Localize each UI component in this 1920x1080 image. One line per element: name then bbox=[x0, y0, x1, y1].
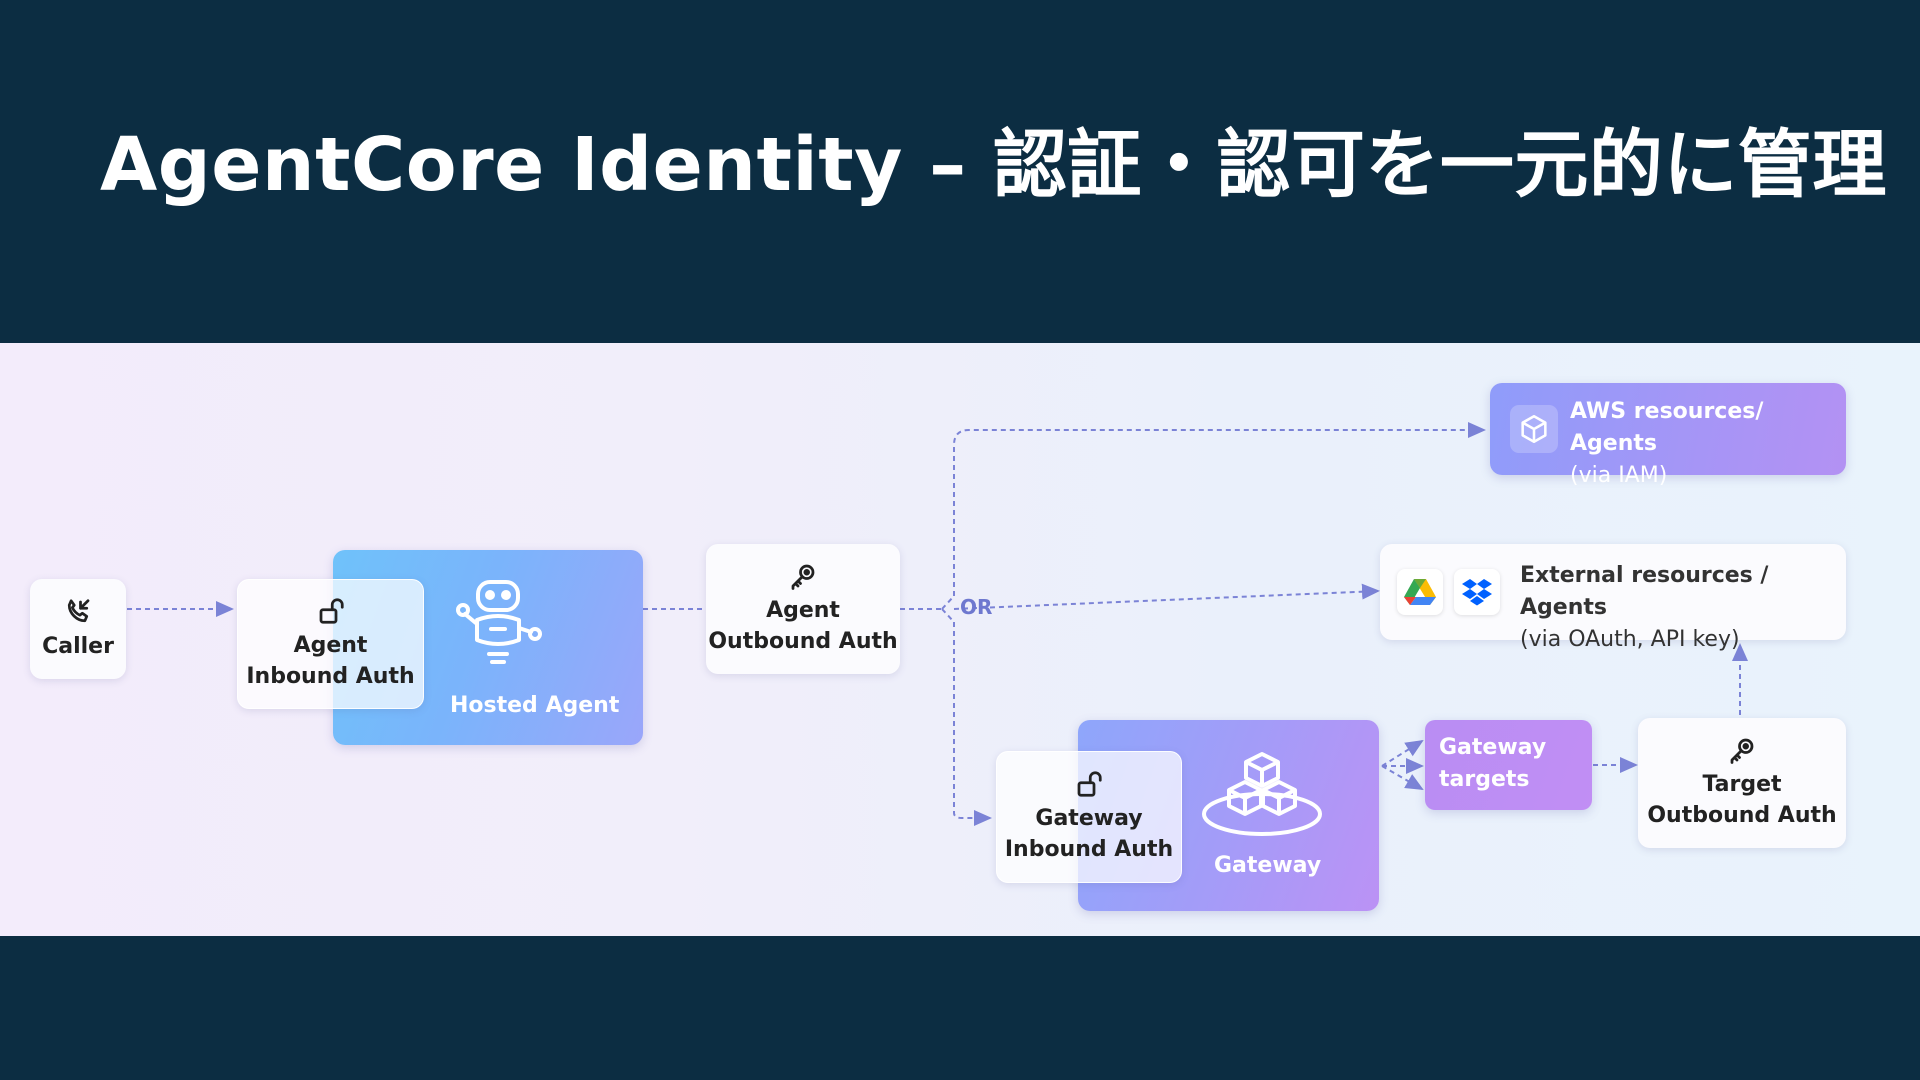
gateway-to-targets-arrow-3 bbox=[1381, 765, 1424, 790]
key-icon bbox=[1730, 738, 1754, 764]
google-drive-icon bbox=[1404, 579, 1436, 605]
external-resources-text: External resources / Agents (via OAuth, … bbox=[1520, 560, 1846, 656]
key-icon bbox=[791, 564, 815, 590]
robot-icon bbox=[456, 580, 542, 664]
agent-inbound-auth-label-1: Agent bbox=[293, 633, 368, 658]
agent-outbound-auth-node: Agent Outbound Auth bbox=[706, 544, 900, 674]
gateway-targets-text: Gateway targets bbox=[1439, 732, 1546, 796]
target-outbound-auth-label-2: Outbound Auth bbox=[1647, 803, 1837, 828]
agent-inbound-auth-node: Agent Inbound Auth bbox=[237, 579, 424, 709]
google-drive-tile bbox=[1397, 569, 1443, 615]
gateway-inbound-auth-label-1: Gateway bbox=[1035, 806, 1143, 831]
identity-diagram: Caller Hosted Agent Agent Inbound Auth bbox=[0, 343, 1920, 936]
branch-down-line bbox=[953, 622, 992, 826]
hosted-agent-label: Hosted Agent bbox=[450, 693, 620, 718]
aws-resources-node: AWS resources/ Agents (via IAM) bbox=[1490, 383, 1846, 488]
dropbox-tile bbox=[1454, 569, 1500, 615]
unlock-icon bbox=[319, 598, 344, 624]
slide-title: AgentCore Identity – 認証・認可を一元的に管理 bbox=[100, 122, 1887, 208]
caller-label: Caller bbox=[42, 633, 114, 659]
gateway-targets-label-2: targets bbox=[1439, 767, 1530, 792]
branch-vertical-line bbox=[953, 422, 1486, 596]
gateway-inbound-auth-node: Gateway Inbound Auth bbox=[996, 751, 1182, 883]
or-label: OR bbox=[960, 595, 993, 619]
aws-resources-label: AWS resources/ Agents bbox=[1570, 399, 1764, 456]
gateway-targets-label-1: Gateway bbox=[1439, 735, 1547, 760]
unlock-icon bbox=[1077, 771, 1102, 797]
agent-inbound-auth-label-2: Inbound Auth bbox=[246, 664, 415, 689]
caller-node: Caller bbox=[30, 579, 126, 679]
dropbox-icon bbox=[1462, 579, 1492, 606]
cube-icon bbox=[1521, 414, 1547, 444]
branch-to-external-arrow bbox=[953, 583, 1380, 610]
target-outbound-auth-label-1: Target bbox=[1702, 772, 1782, 797]
aws-resources-text: AWS resources/ Agents (via IAM) bbox=[1570, 396, 1846, 492]
connector-lines bbox=[127, 422, 1748, 826]
agent-outbound-auth-label-1: Agent bbox=[766, 598, 840, 623]
external-resources-node: External resources / Agents (via OAuth, … bbox=[1380, 544, 1846, 652]
gateway-to-targets-arrow-1 bbox=[1381, 739, 1424, 767]
agent-outbound-auth-label-2: Outbound Auth bbox=[708, 629, 898, 654]
cubes-icon bbox=[1202, 752, 1322, 836]
external-resources-sublabel: (via OAuth, API key) bbox=[1520, 627, 1740, 652]
target-outbound-auth-node: Target Outbound Auth bbox=[1638, 718, 1846, 848]
gateway-targets-node: Gateway targets bbox=[1425, 720, 1592, 810]
phone-icon bbox=[67, 598, 90, 622]
gateway-inbound-auth-label-2: Inbound Auth bbox=[1004, 837, 1174, 862]
aws-resources-sublabel: (via IAM) bbox=[1570, 463, 1668, 488]
cube-icon-tile bbox=[1510, 405, 1558, 453]
external-resources-label: External resources / Agents bbox=[1520, 563, 1769, 620]
gateway-label: Gateway bbox=[1214, 853, 1322, 878]
